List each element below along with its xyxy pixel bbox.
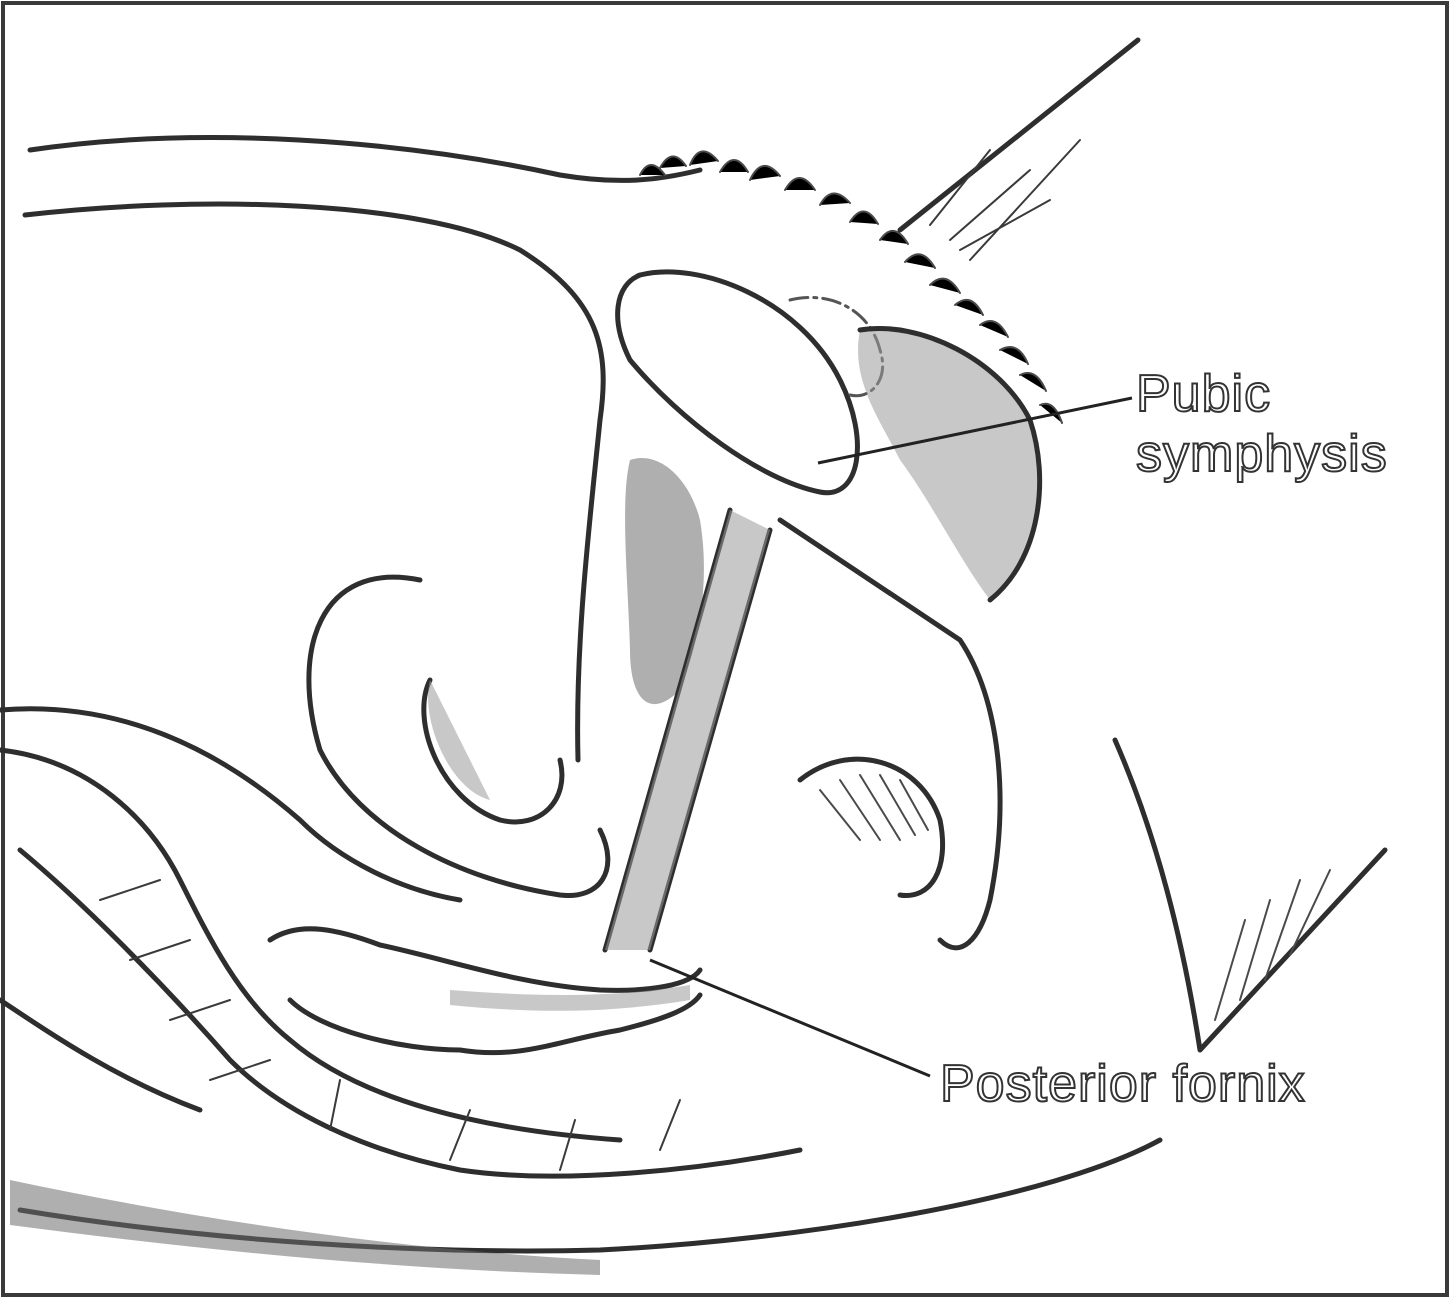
coccyx-line	[20, 850, 800, 1176]
posterior-fornix-leader	[650, 960, 930, 1076]
vertebrae-lines	[100, 880, 680, 1170]
anterior-contour	[900, 40, 1138, 230]
sacrum-upper	[0, 709, 460, 900]
uterus-outline	[309, 577, 608, 895]
perineum-outline	[780, 520, 1000, 948]
label-pubic-symphysis-line2: symphysis	[1136, 426, 1388, 482]
bladder	[618, 272, 858, 493]
pubic-symphysis-bone	[858, 328, 1040, 600]
label-posterior-fornix: Posterior fornix	[940, 1056, 1306, 1112]
spine-line	[0, 1000, 200, 1110]
thigh-hatching	[1215, 870, 1330, 1020]
label-pubic-symphysis-line1: Pubic	[1136, 366, 1271, 422]
abdominal-wall-inner	[25, 204, 603, 760]
labium-hatching	[820, 775, 928, 840]
thigh-contour	[1115, 740, 1385, 1050]
abdominal-wall-outer	[30, 138, 700, 181]
sacrum-lower	[0, 750, 620, 1140]
anterior-contour-hatch	[930, 140, 1080, 260]
lower-shading	[10, 1180, 600, 1275]
uterine-cavity	[428, 680, 490, 800]
